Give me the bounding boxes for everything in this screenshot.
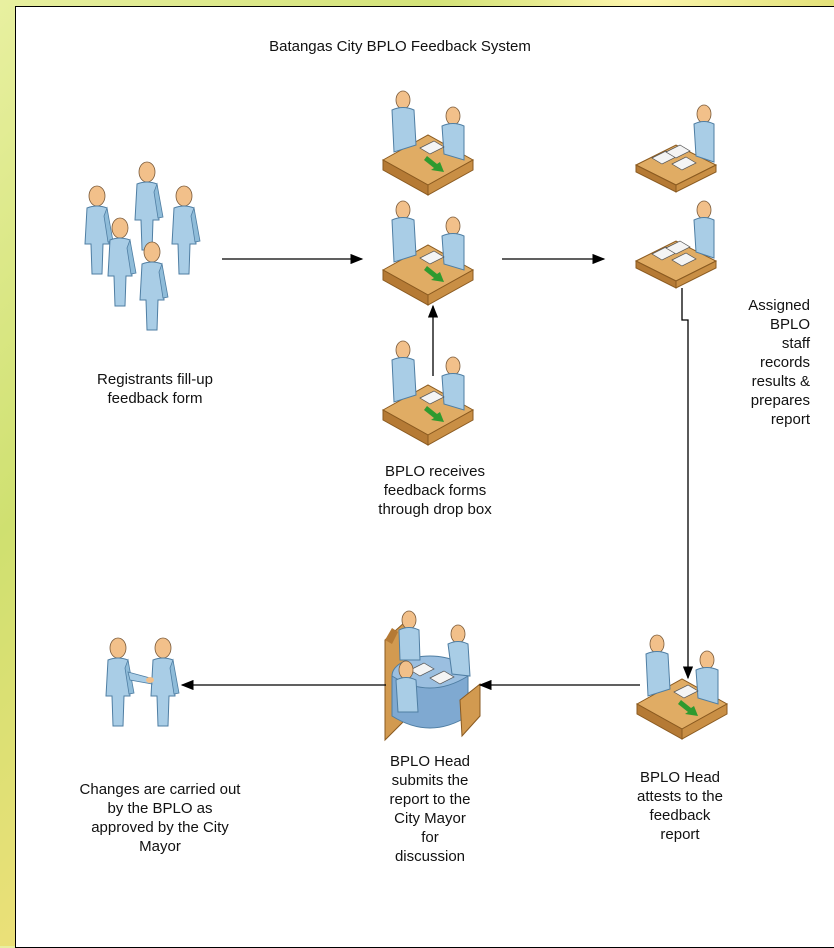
desk-meeting-icon-bottom: [382, 340, 474, 446]
label-changes: Changes are carried out by the BPLO as a…: [79, 781, 241, 855]
group-of-people-icon: [84, 161, 201, 331]
desk-meeting-icon-middle: [382, 200, 474, 306]
round-table-meeting-icon: [384, 610, 481, 742]
handshake-icon: [105, 637, 180, 727]
label-staff-records: Assigned BPLO staff records results & pr…: [748, 297, 810, 428]
label-bplo-receives: BPLO receives feedback forms through dro…: [378, 463, 492, 518]
label-registrants: Registrants fill-up feedback form: [97, 371, 213, 407]
label-head-attests: BPLO Head attests to the feedback report: [637, 769, 723, 843]
arrow-staff-to-head: [681, 288, 694, 680]
desk-meeting-icon-top: [382, 90, 474, 196]
desk-meeting-icon-attests: [636, 634, 728, 740]
desk-with-documents-icon-top: [635, 104, 717, 193]
label-head-submits: BPLO Head submits the report to the City…: [389, 753, 471, 865]
diagram-title: Batangas City BPLO Feedback System: [269, 38, 531, 55]
desk-with-documents-icon-bottom: [635, 200, 717, 289]
